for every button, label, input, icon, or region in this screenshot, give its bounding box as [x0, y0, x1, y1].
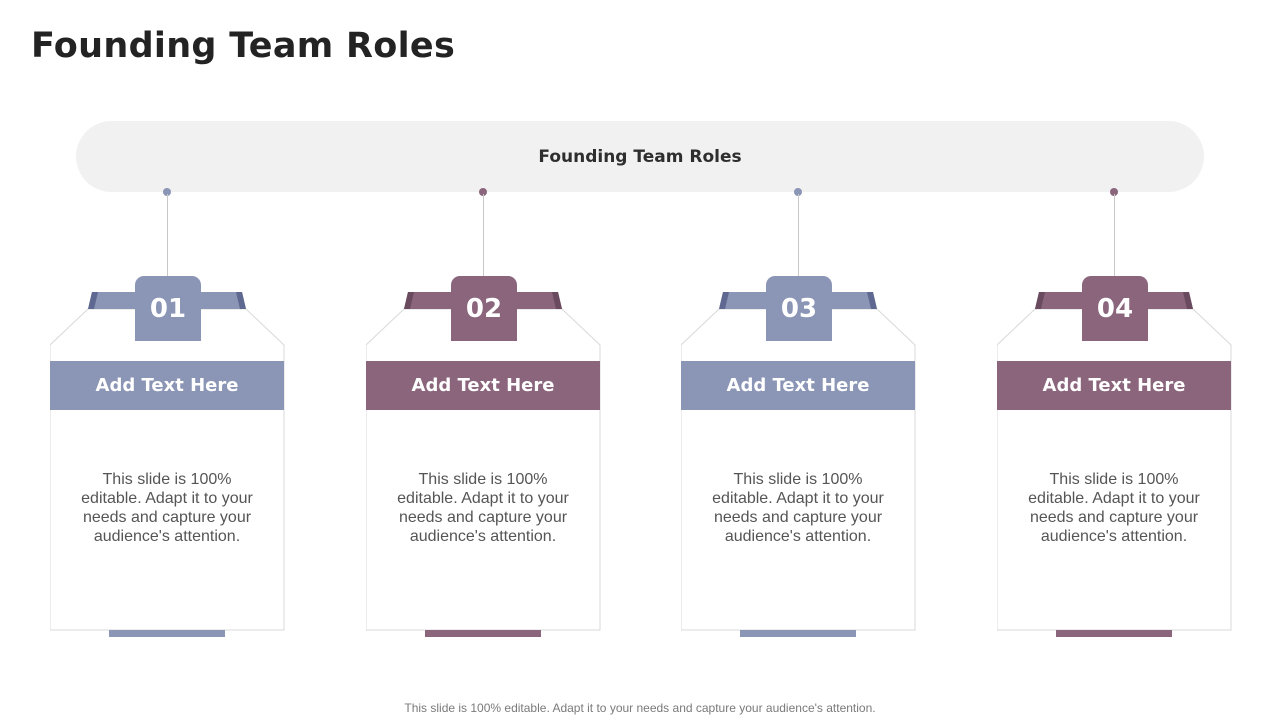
slide-title: Founding Team Roles	[31, 26, 456, 66]
role-number-tab: 03	[766, 276, 832, 341]
role-heading-text: Add Text Here	[726, 375, 870, 396]
role-heading: Add Text Here	[997, 361, 1231, 410]
role-card: 04 Add Text Here This slide is 100% edit…	[997, 186, 1233, 641]
connector-line	[797, 194, 799, 278]
card-foot-bar	[425, 630, 541, 637]
connector-line	[1113, 194, 1115, 278]
card-foot-bar	[740, 630, 856, 637]
role-number: 03	[780, 293, 818, 324]
role-description: This slide is 100% editable. Adapt it to…	[712, 471, 884, 545]
card-outline	[366, 292, 601, 631]
role-number: 04	[1096, 293, 1134, 324]
role-description: This slide is 100% editable. Adapt it to…	[81, 471, 253, 545]
card-outline	[997, 292, 1232, 631]
footer-note: This slide is 100% editable. Adapt it to…	[404, 701, 876, 715]
role-heading: Add Text Here	[681, 361, 915, 410]
connector-dot	[1110, 188, 1118, 196]
banner-label: Founding Team Roles	[538, 146, 742, 167]
role-heading-text: Add Text Here	[411, 375, 555, 396]
role-number: 01	[149, 293, 187, 324]
role-description: This slide is 100% editable. Adapt it to…	[397, 471, 569, 545]
role-number-tab: 02	[451, 276, 517, 341]
role-heading: Add Text Here	[50, 361, 284, 410]
role-number: 02	[465, 293, 503, 324]
role-heading-text: Add Text Here	[95, 375, 239, 396]
role-card: 01 Add Text Here This slide is 100% edit…	[50, 186, 286, 641]
role-heading: Add Text Here	[366, 361, 600, 410]
role-card: 02 Add Text Here This slide is 100% edit…	[366, 186, 602, 641]
connector-dot	[479, 188, 487, 196]
role-heading-text: Add Text Here	[1042, 375, 1186, 396]
roles-banner: Founding Team Roles	[76, 121, 1204, 192]
role-card: 03 Add Text Here This slide is 100% edit…	[681, 186, 917, 641]
card-foot-bar	[1056, 630, 1172, 637]
connector-line	[166, 194, 168, 278]
connector-line	[482, 194, 484, 278]
role-number-tab: 04	[1082, 276, 1148, 341]
card-foot-bar	[109, 630, 225, 637]
card-outline	[681, 292, 916, 631]
role-description: This slide is 100% editable. Adapt it to…	[1028, 471, 1200, 545]
connector-dot	[794, 188, 802, 196]
role-number-tab: 01	[135, 276, 201, 341]
card-outline	[50, 292, 285, 631]
connector-dot	[163, 188, 171, 196]
